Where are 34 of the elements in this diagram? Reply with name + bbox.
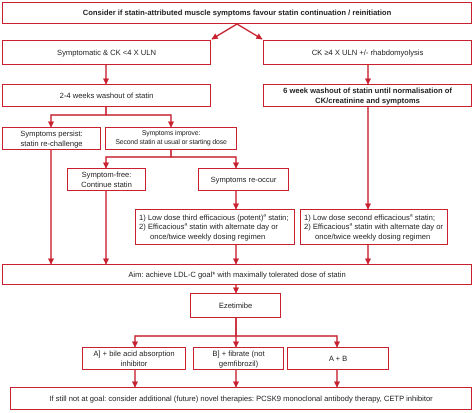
process-box xyxy=(263,84,472,107)
process-box xyxy=(263,40,472,65)
process-box xyxy=(2,84,211,107)
process-box xyxy=(2,127,101,150)
process-box xyxy=(10,387,472,410)
arrow xyxy=(232,245,240,265)
arrow xyxy=(232,370,240,388)
process-box xyxy=(190,293,281,318)
arrow xyxy=(364,107,372,210)
arrow xyxy=(364,65,372,85)
arrow xyxy=(236,23,263,40)
process-box xyxy=(105,127,237,150)
process-box xyxy=(82,347,186,370)
arrow xyxy=(364,245,372,265)
process-box xyxy=(198,168,289,191)
process-box xyxy=(2,40,211,65)
process-box xyxy=(67,168,146,191)
arrow xyxy=(48,150,54,265)
process-box xyxy=(135,209,295,245)
process-box xyxy=(2,2,472,24)
arrow xyxy=(105,107,174,128)
arrow xyxy=(334,370,340,388)
arrow xyxy=(102,191,110,265)
arrow xyxy=(170,150,240,169)
arrow xyxy=(232,285,240,294)
arrow xyxy=(102,65,110,85)
process-box xyxy=(300,209,448,245)
arrow xyxy=(235,318,340,348)
process-box xyxy=(287,347,389,370)
process-box xyxy=(193,347,284,370)
arrow xyxy=(132,370,138,388)
process-box xyxy=(2,264,472,285)
arrow xyxy=(232,191,240,210)
arrow xyxy=(211,23,238,40)
